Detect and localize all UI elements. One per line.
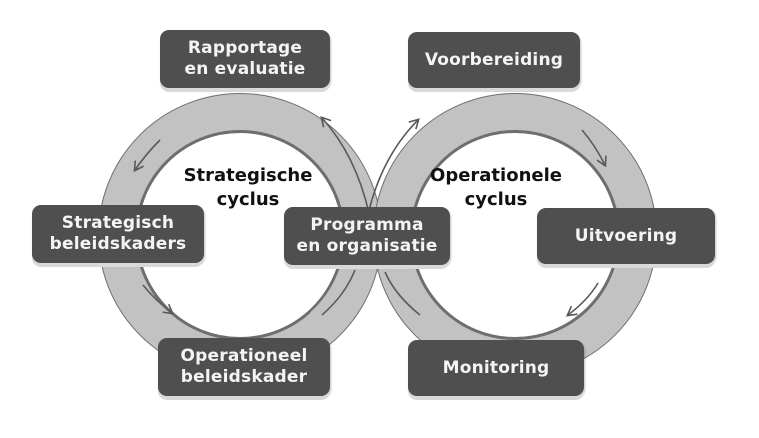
box-voorbereiding: Voorbereiding (408, 32, 580, 88)
ring-overlap (309, 257, 378, 340)
operational-cycle-label-line2: cyclus (464, 189, 528, 210)
box-voorbereiding-line1: Voorbereiding (424, 49, 564, 70)
box-strategisch-line2: beleidskaders (49, 234, 187, 254)
box-operationeel-beleidskader: Operationeel beleidskader (158, 338, 330, 396)
strategic-cycle-label: Strategische cyclus (170, 164, 326, 212)
box-programma-line2: en organisatie (296, 236, 438, 256)
box-rapportage-line2: en evaluatie (184, 59, 306, 79)
box-programma-line1: Programma (310, 215, 424, 235)
box-strategisch-line1: Strategisch (61, 213, 175, 233)
box-monitoring: Monitoring (408, 340, 584, 396)
arrow-icon (581, 129, 607, 168)
arrow-icon (142, 284, 175, 315)
box-uitvoering: Uitvoering (537, 208, 715, 264)
operational-cycle-label: Operationele cyclus (418, 164, 574, 212)
box-monitoring-line1: Monitoring (442, 357, 550, 378)
box-operationeel-line2: beleidskader (180, 367, 308, 387)
operational-cycle-label-line1: Operationele (430, 165, 562, 186)
arrow-icon (565, 282, 599, 317)
box-strategisch-beleidskaders: Strategisch beleidskaders (32, 205, 204, 263)
box-uitvoering-line1: Uitvoering (574, 225, 678, 246)
box-rapportage-en-evaluatie: Rapportage en evaluatie (160, 30, 330, 88)
arrow-icon (133, 139, 161, 173)
arc-line (321, 269, 356, 316)
box-rapportage-line1: Rapportage (187, 38, 303, 58)
box-operationeel-line1: Operationeel (180, 346, 308, 366)
arc-line (384, 271, 421, 316)
strategic-cycle-label-line2: cyclus (216, 189, 280, 210)
box-programma-en-organisatie: Programma en organisatie (284, 207, 450, 265)
strategic-cycle-label-line1: Strategische (183, 165, 313, 186)
